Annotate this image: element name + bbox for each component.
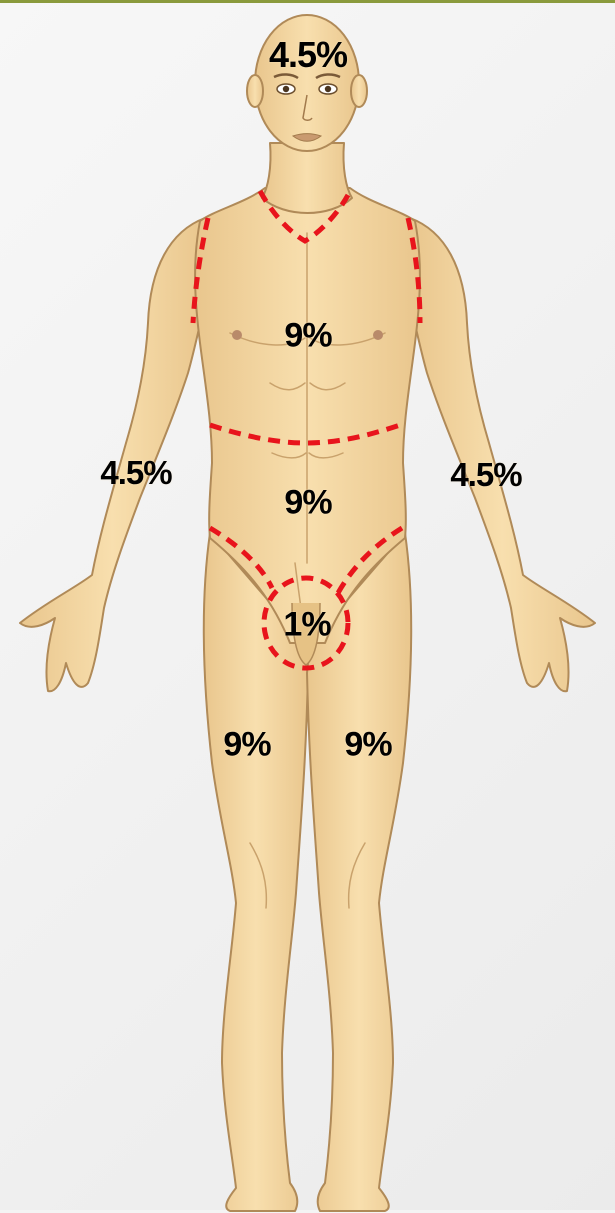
right-arm-shape <box>410 218 595 691</box>
right-ear-shape <box>351 75 367 107</box>
left-arm-percent-label: 4.5% <box>100 454 171 492</box>
left-leg-percent-label: 9% <box>223 726 270 765</box>
right-arm-percent-label: 4.5% <box>450 456 521 494</box>
lower-torso-percent-label: 9% <box>284 484 331 523</box>
left-ear-shape <box>247 75 263 107</box>
genitals-percent-label: 1% <box>283 606 330 645</box>
right-nipple <box>373 330 383 340</box>
neck-shape <box>262 143 352 213</box>
left-nipple <box>232 330 242 340</box>
right-leg-percent-label: 9% <box>344 726 391 765</box>
upper-torso-percent-label: 9% <box>284 317 331 356</box>
head-percent-label: 4.5% <box>269 34 347 76</box>
